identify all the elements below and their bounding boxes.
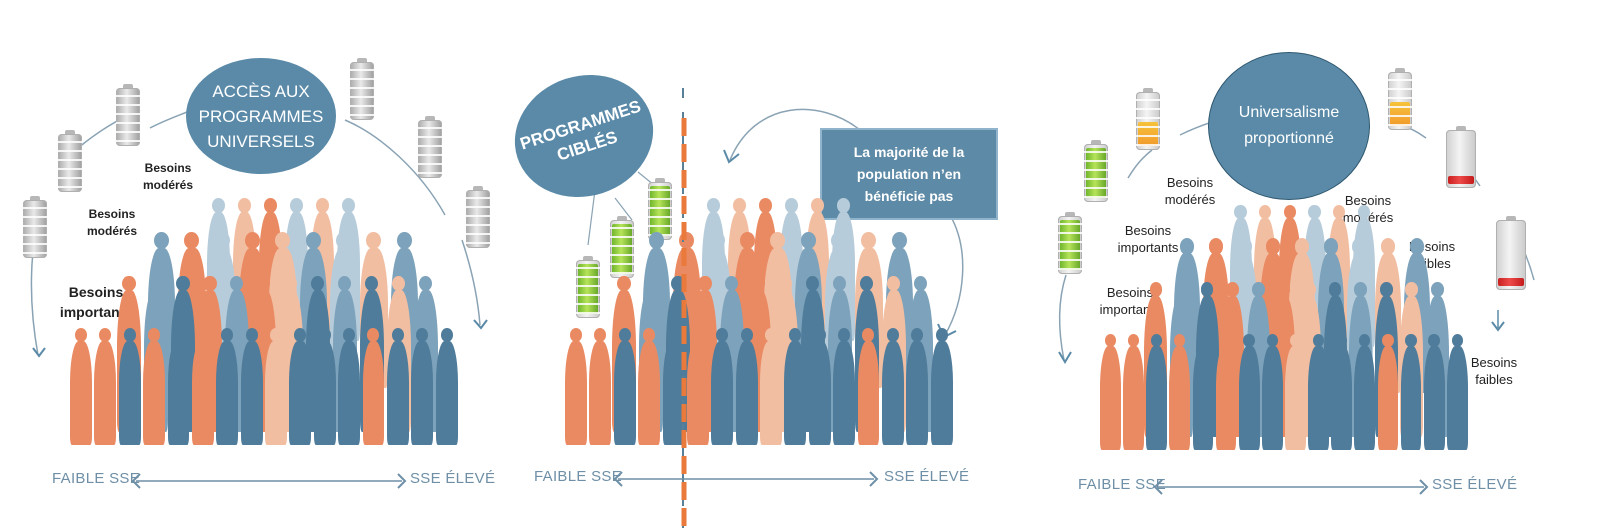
battery-empty-icon — [466, 186, 490, 248]
battery-full-icon — [1058, 212, 1082, 274]
person-silhouette — [638, 328, 661, 445]
person-silhouette — [711, 328, 734, 445]
axis-label-low-ses: FAIBLE SSE — [534, 468, 623, 485]
axis-label-low-ses: FAIBLE SSE — [1078, 476, 1167, 493]
person-silhouette — [338, 328, 361, 445]
person-silhouette — [1331, 333, 1353, 450]
bubble-line: PROGRAMMES — [198, 106, 324, 126]
person-silhouette — [808, 328, 831, 445]
panel-targeted-programs: PROGRAMMES CIBLÉS La majorité de la popu… — [498, 0, 1040, 529]
person-silhouette — [94, 328, 117, 445]
universal-programs-bubble: ACCÈS AUX PROGRAMMES UNIVERSELS — [186, 58, 336, 174]
person-silhouette — [1192, 333, 1214, 450]
battery-full-icon — [1084, 140, 1108, 202]
person-silhouette — [735, 328, 758, 445]
person-silhouette — [760, 328, 782, 445]
person-silhouette — [857, 328, 880, 445]
panel-proportionate-universalism: Universalisme proportionné Besoins modér… — [1040, 0, 1598, 529]
person-silhouette — [167, 328, 190, 445]
person-silhouette — [784, 328, 807, 445]
label-low-needs: Besoins faibles — [1470, 355, 1518, 387]
label-high-needs: Besoins importants — [1117, 223, 1179, 255]
person-silhouette — [1285, 333, 1306, 450]
panel-universal-programs: ACCÈS AUX PROGRAMMES UNIVERSELS Besoins … — [0, 0, 520, 529]
battery-low-icon — [1496, 216, 1526, 290]
person-silhouette — [565, 328, 587, 445]
battery-empty-icon — [116, 84, 140, 146]
person-silhouette — [613, 328, 636, 445]
axis-label-high-ses: SSE ÉLEVÉ — [1432, 476, 1518, 493]
bubble-line: proportionné — [1244, 130, 1334, 147]
axis-label-low-ses: FAIBLE SSE — [52, 470, 141, 487]
bubble-line: Universalisme — [1238, 104, 1340, 121]
person-silhouette — [265, 328, 287, 445]
person-silhouette — [589, 328, 612, 445]
bubble-line: ACCÈS AUX — [212, 81, 310, 101]
person-silhouette — [313, 328, 336, 445]
person-silhouette — [1238, 333, 1260, 450]
axis-label-high-ses: SSE ÉLEVÉ — [410, 470, 496, 487]
label-moderate-needs: Besoins modérés — [142, 161, 194, 192]
person-silhouette — [686, 328, 709, 445]
callout-line: bénéficie pas — [864, 188, 954, 204]
bubble-line: UNIVERSELS — [207, 131, 315, 151]
label-high-needs: Besoins importants — [59, 284, 133, 320]
person-silhouette — [662, 328, 685, 445]
callout-line: population n’en — [856, 166, 962, 182]
battery-full-icon — [576, 256, 600, 318]
person-silhouette — [1446, 333, 1468, 450]
person-silhouette — [362, 328, 385, 445]
person-silhouette — [1215, 333, 1237, 450]
double-arrow-icon — [131, 473, 407, 489]
person-silhouette — [1261, 333, 1283, 450]
battery-empty-icon — [350, 58, 374, 120]
person-silhouette — [191, 328, 214, 445]
crowd-illustration — [1100, 192, 1470, 450]
battery-half-icon — [1136, 88, 1160, 150]
double-arrow-icon — [1153, 479, 1429, 495]
person-silhouette — [1146, 333, 1168, 450]
person-silhouette — [289, 328, 312, 445]
person-silhouette — [1377, 333, 1399, 450]
person-silhouette — [1308, 333, 1329, 450]
proportionate-universalism-bubble: Universalisme proportionné — [1208, 52, 1370, 200]
person-silhouette — [1354, 333, 1376, 450]
person-silhouette — [216, 328, 239, 445]
person-silhouette — [1169, 333, 1191, 450]
majority-callout-box: La majorité de la population n’en bénéfi… — [820, 128, 998, 220]
crowd-illustration — [70, 185, 460, 445]
person-silhouette — [833, 328, 856, 445]
double-arrow-icon — [613, 471, 879, 487]
callout-line: La majorité de la — [853, 144, 965, 160]
person-silhouette — [1423, 333, 1445, 450]
person-silhouette — [906, 328, 929, 445]
person-silhouette — [386, 328, 409, 445]
label-high-needs: Besoins importants — [1099, 285, 1161, 317]
person-silhouette — [240, 328, 263, 445]
battery-half-icon — [1388, 68, 1412, 130]
person-silhouette — [930, 328, 953, 445]
battery-empty-icon — [58, 130, 82, 192]
person-silhouette — [881, 328, 904, 445]
person-silhouette — [118, 328, 141, 445]
person-silhouette — [1123, 333, 1144, 450]
person-silhouette — [435, 328, 458, 445]
battery-empty-icon — [23, 196, 47, 258]
person-silhouette — [70, 328, 92, 445]
crowd-illustration — [565, 185, 955, 445]
person-silhouette — [143, 328, 166, 445]
person-silhouette — [1100, 333, 1121, 450]
battery-empty-icon — [418, 116, 442, 178]
label-moderate-needs: Besoins modérés — [1164, 175, 1216, 207]
battery-full-icon — [648, 178, 672, 240]
targeting-divider-line — [681, 88, 687, 528]
label-moderate-needs: Besoins modérés — [1342, 193, 1394, 225]
person-silhouette — [1400, 333, 1422, 450]
axis-label-high-ses: SSE ÉLEVÉ — [884, 468, 970, 485]
person-silhouette — [411, 328, 434, 445]
battery-low-icon — [1446, 126, 1476, 188]
battery-full-icon — [610, 216, 634, 278]
label-moderate-needs: Besoins modérés — [86, 207, 138, 238]
